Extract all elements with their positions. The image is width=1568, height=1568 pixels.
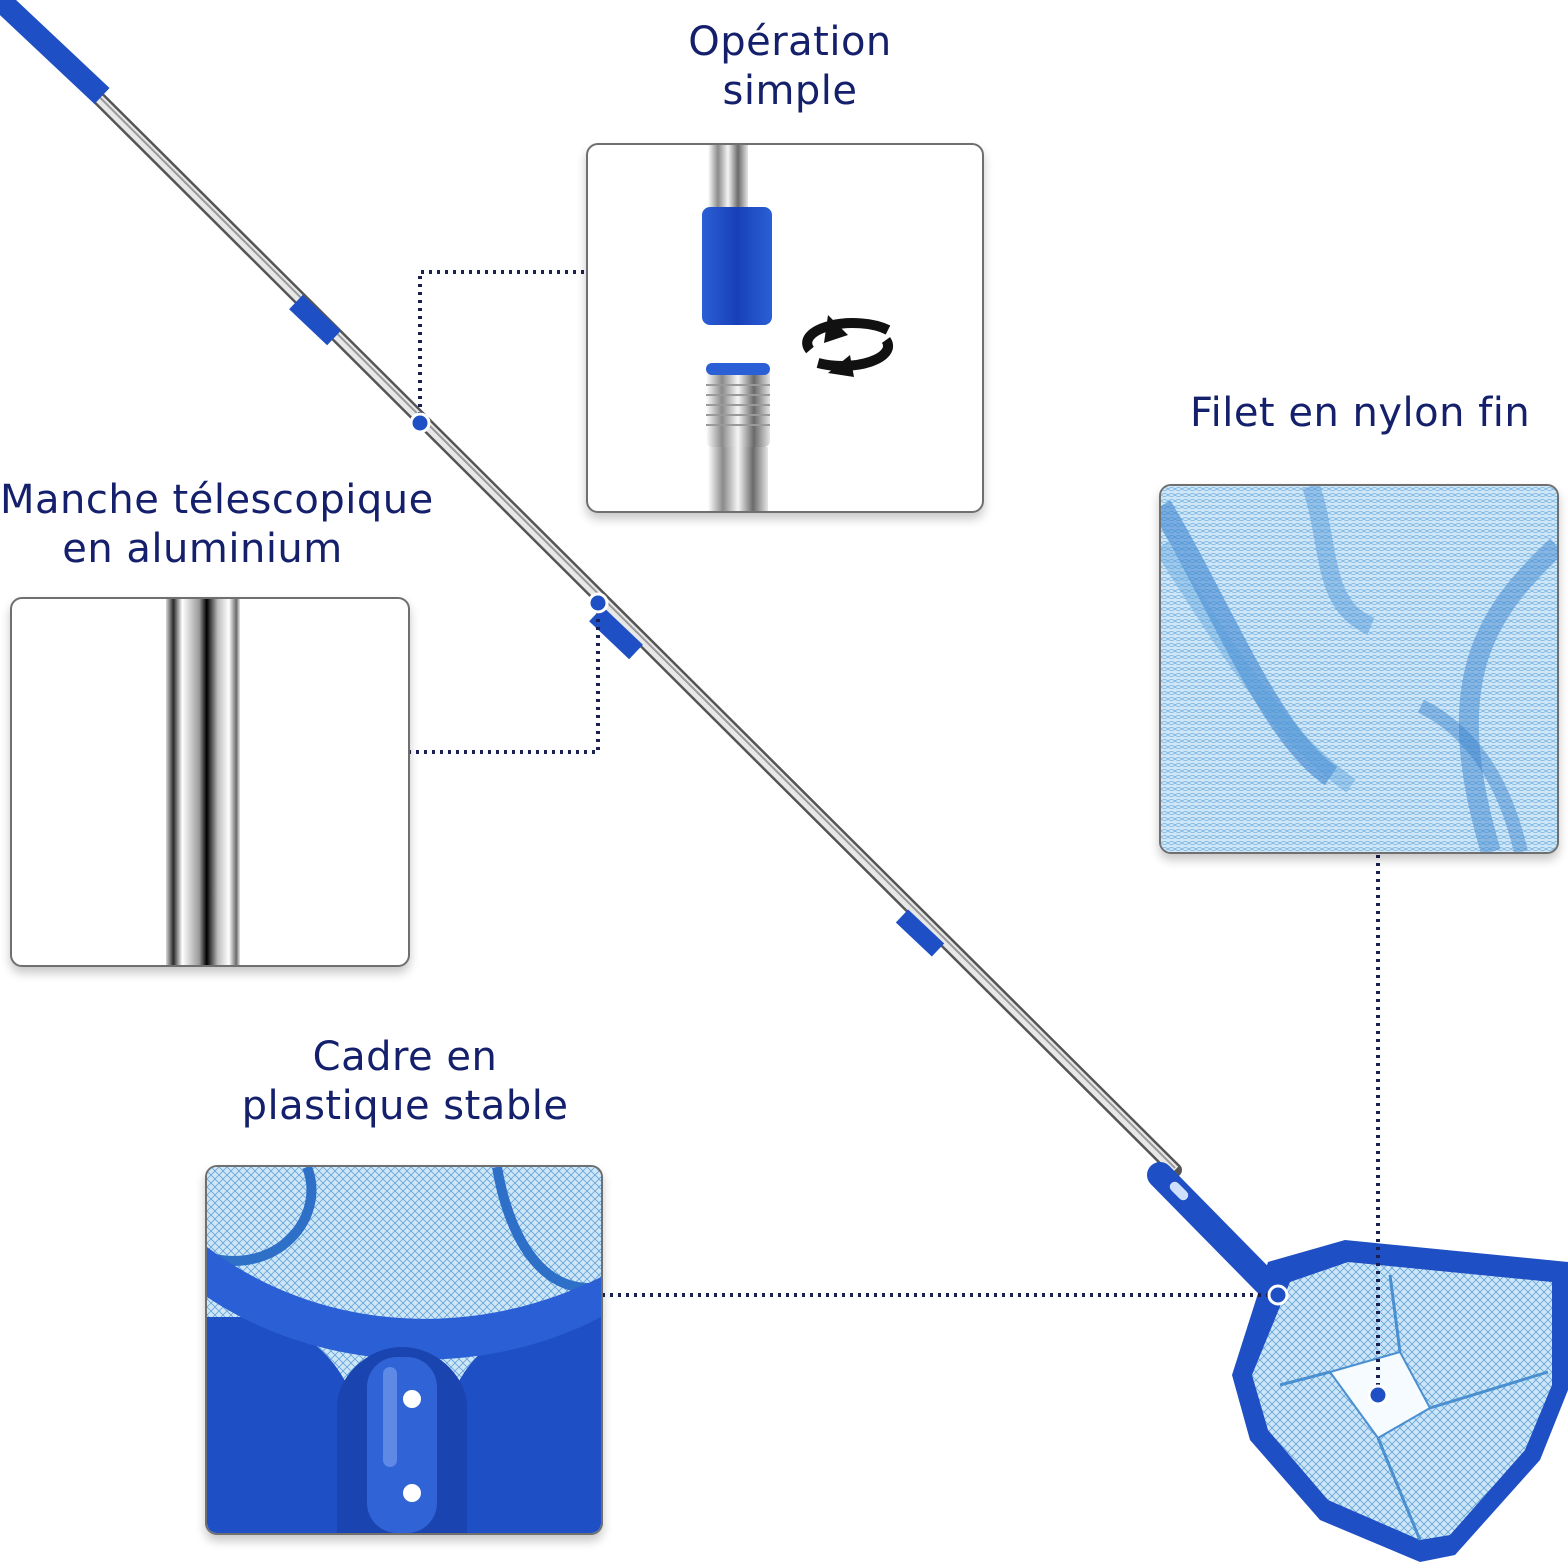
aluminium-tube-image — [166, 599, 240, 965]
frame-hole — [403, 1390, 421, 1408]
label-handle: Manche télescopique en aluminium — [0, 476, 434, 574]
label-handle-line1: Manche télescopique — [0, 477, 434, 523]
label-frame-line2: plastique stable — [241, 1083, 569, 1129]
label-operation-line1: Opération — [688, 19, 892, 65]
connector-operation — [418, 270, 584, 423]
label-handle-line2: en aluminium — [62, 526, 343, 572]
panel-frame — [205, 1165, 603, 1535]
label-operation-line2: simple — [722, 68, 858, 114]
pole-grip — [0, 0, 110, 105]
nylon-net-closeup-image — [1161, 486, 1557, 852]
marker-dot — [1367, 1384, 1389, 1406]
marker-dot — [1267, 1284, 1289, 1306]
twist-lock-image — [702, 145, 894, 511]
telescopic-pole — [0, 0, 1288, 1305]
marker-dots — [409, 412, 1389, 1406]
panel-operation — [586, 143, 984, 513]
marker-dot — [409, 412, 431, 434]
frame-hole — [403, 1484, 421, 1502]
pole-collar — [589, 606, 643, 660]
rotate-arrows-icon — [802, 315, 894, 377]
marker-dot — [587, 592, 609, 614]
label-frame-line1: Cadre en — [312, 1034, 498, 1080]
panel-handle — [10, 597, 410, 967]
label-frame: Cadre en plastique stable — [225, 1033, 585, 1131]
label-net: Filet en nylon fin — [1190, 389, 1530, 438]
pole-collar — [289, 294, 341, 346]
pole-collar — [895, 909, 945, 957]
plastic-frame-image — [207, 1167, 601, 1533]
panel-net — [1159, 484, 1559, 854]
label-operation: Opération simple — [640, 18, 940, 116]
label-net-line1: Filet en nylon fin — [1190, 390, 1531, 436]
connector-handle — [408, 603, 600, 754]
connector-lines — [408, 270, 1380, 1395]
